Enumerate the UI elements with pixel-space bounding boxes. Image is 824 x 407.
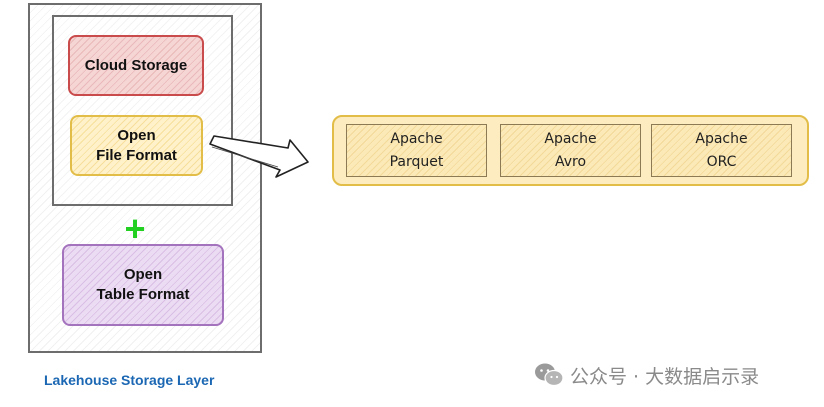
format-line2: ORC	[706, 153, 737, 170]
open-file-format-box: Open File Format	[70, 115, 203, 176]
format-line2: Parquet	[389, 153, 444, 170]
format-line1: Apache	[390, 130, 443, 147]
format-line2: Avro	[554, 153, 587, 170]
apache-avro-box: Apache Avro	[500, 124, 641, 177]
cloud-storage-box: Cloud Storage	[68, 35, 204, 96]
plus-icon: +	[124, 208, 146, 249]
apache-parquet-box: Apache Parquet	[346, 124, 487, 177]
lakehouse-caption: Lakehouse Storage Layer	[44, 372, 215, 388]
open-table-format-label-line2: Table Format	[96, 286, 190, 303]
format-line1: Apache	[544, 130, 597, 147]
watermark: 公众号 · 大数据启示录	[534, 360, 759, 390]
format-line1: Apache	[695, 130, 748, 147]
cloud-storage-label: Cloud Storage	[84, 56, 188, 74]
watermark-text: 公众号 · 大数据启示录	[570, 365, 760, 388]
arrow-right-icon	[209, 135, 309, 178]
open-table-format-box: Open Table Format	[62, 244, 224, 326]
open-file-format-label-line1: Open	[117, 126, 156, 144]
open-table-format-label-line1: Open	[123, 266, 163, 283]
wechat-icon	[535, 363, 564, 387]
apache-orc-box: Apache ORC	[651, 124, 792, 177]
open-file-format-label-line2: File Format	[96, 146, 177, 164]
